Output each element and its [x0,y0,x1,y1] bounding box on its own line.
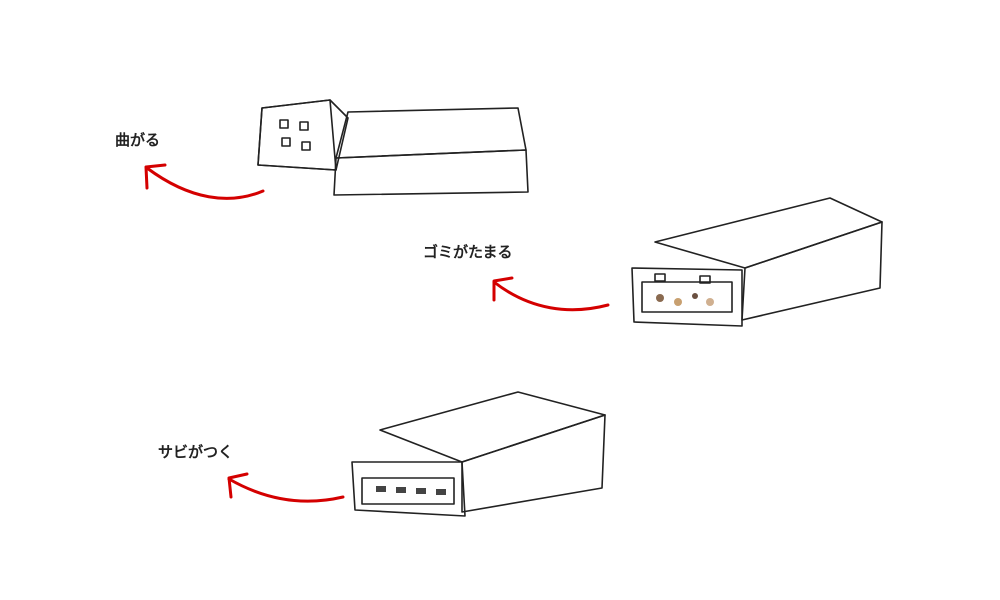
bent-usb-icon [257,99,529,196]
label-rust: サビがつく [158,443,234,461]
rusty-usb-icon [351,391,606,517]
label-dust: ゴミがたまる [423,243,513,261]
arrow-3 [227,472,345,503]
arrow-1 [144,163,265,200]
dusty-usb-icon [631,197,883,327]
label-bent: 曲がる [115,131,161,149]
arrow-2 [492,276,610,312]
